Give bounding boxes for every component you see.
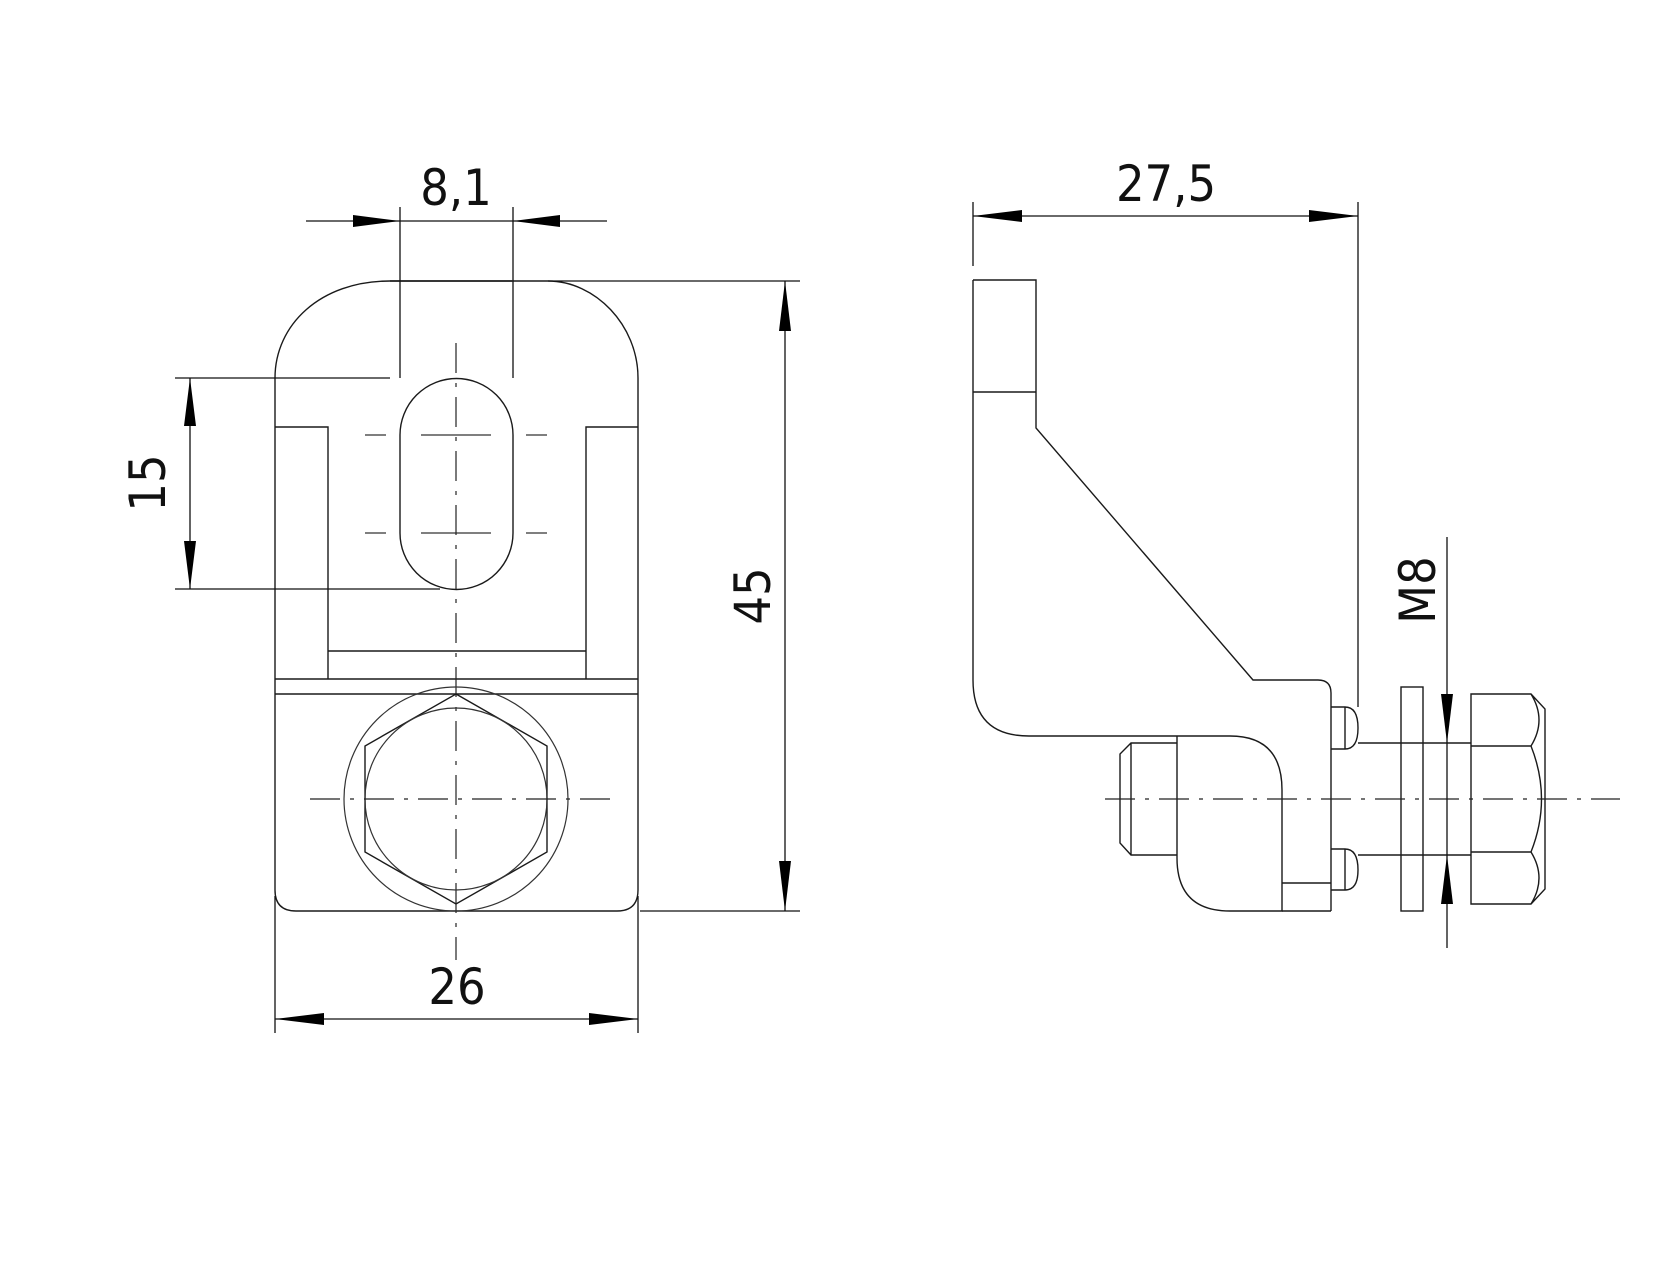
label-slot-length: 15 <box>119 454 177 511</box>
dim-slot-width: 8,1 <box>306 159 607 378</box>
hex-head <box>364 693 548 905</box>
label-side-depth: 27,5 <box>1116 155 1216 213</box>
oblong-slot <box>399 377 514 591</box>
label-slot-width: 8,1 <box>420 159 492 217</box>
hex-nut <box>1470 693 1546 905</box>
bump-bottom <box>1331 848 1359 891</box>
side-view <box>972 279 1620 912</box>
bracket-body <box>972 279 1332 911</box>
dim-overall-height: 45 <box>548 280 800 912</box>
dim-slot-length: 15 <box>119 377 440 590</box>
dim-overall-width: 26 <box>274 896 639 1033</box>
dim-thread: M8 <box>1389 537 1453 948</box>
t-nut <box>1176 735 1283 912</box>
label-overall-height: 45 <box>724 567 782 624</box>
label-thread: M8 <box>1389 556 1447 623</box>
dim-side-depth: 27,5 <box>972 155 1359 707</box>
bump-top <box>1331 706 1359 750</box>
front-view <box>274 280 639 960</box>
bracket-lower-step <box>1282 882 1331 912</box>
label-overall-width: 26 <box>428 958 485 1016</box>
front-inner-pocket <box>275 426 638 679</box>
